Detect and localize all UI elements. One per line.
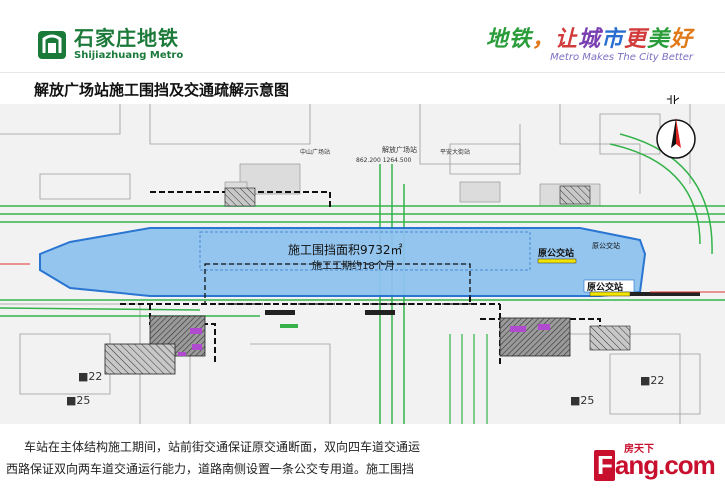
purple-markers bbox=[178, 324, 550, 356]
map-marker-4: ■22 bbox=[640, 374, 664, 387]
slogan-char: 城 bbox=[577, 26, 601, 52]
site-map: 施工围挡面积9732㎡ 施工工期约18个月 原公交站 原公交站 原公交站 解放广… bbox=[0, 104, 725, 424]
logo-title-en: Shijiazhuang Metro bbox=[74, 50, 184, 61]
station-name: 解放广场站 bbox=[382, 145, 417, 154]
slogan: 地铁，让城市更美好 Metro Makes The City Better bbox=[486, 26, 693, 63]
hatched-zone-3 bbox=[104, 343, 176, 375]
slogan-char: ， bbox=[531, 26, 555, 52]
slogan-char: 让 bbox=[554, 26, 578, 52]
bus-station-label-2: 原公交站 bbox=[592, 241, 620, 250]
slogan-cn: 地铁，让城市更美好 bbox=[486, 26, 693, 52]
metro-logo-icon bbox=[38, 30, 66, 59]
slogan-char: 美 bbox=[646, 26, 670, 52]
bus-station-label-1: 原公交站 bbox=[538, 247, 574, 259]
enclosure-period-label: 施工工期约18个月 bbox=[312, 259, 395, 272]
map-marker-2: ■25 bbox=[66, 394, 90, 407]
fang-small-text: 房天下 bbox=[624, 444, 654, 455]
map-marker-1: ■22 bbox=[78, 370, 102, 383]
slogan-char: 铁 bbox=[508, 26, 532, 52]
street-label-1: 中山广场站 bbox=[300, 148, 330, 156]
bus-stop-bar-1 bbox=[537, 258, 577, 264]
page-title: 解放广场站施工围挡及交通疏解示意图 bbox=[34, 81, 290, 99]
slogan-char: 地 bbox=[485, 26, 509, 52]
map-marker-3: ■25 bbox=[570, 394, 594, 407]
street-label-2: 平安大街站 bbox=[440, 148, 470, 156]
slogan-char: 更 bbox=[623, 26, 647, 52]
hatched-zone-2 bbox=[499, 317, 571, 357]
slogan-char: 好 bbox=[669, 26, 693, 52]
caption-line-1: 车站在主体结构施工期间，站前街交通保证原交通断面，双向四车道交通运 bbox=[24, 440, 421, 454]
caption-line-2: 西路保证双向两车道交通运行能力，道路南侧设置一条公交专用道。施工围挡 bbox=[6, 462, 415, 476]
bus-station-label-3: 原公交站 bbox=[587, 281, 623, 293]
metro-logo: 石家庄地铁 Shijiazhuang Metro bbox=[36, 28, 183, 61]
station-mileage: 862.200 1264.500 bbox=[356, 157, 412, 164]
fang-logo-initial: F bbox=[594, 450, 615, 481]
slogan-en: Metro Makes The City Better bbox=[550, 52, 693, 63]
fang-logo-rest: ang.com bbox=[614, 450, 716, 480]
site-map-drawing: 施工围挡面积9732㎡ 施工工期约18个月 原公交站 原公交站 原公交站 解放广… bbox=[0, 104, 725, 424]
caption: 车站在主体结构施工期间，站前街交通保证原交通断面，双向四车道交通运 西路保证双向… bbox=[0, 432, 590, 501]
header: 石家庄地铁 Shijiazhuang Metro 地铁，让城市更美好 Metro… bbox=[0, 0, 725, 72]
bus-stop-bar-2 bbox=[589, 291, 631, 297]
slogan-char: 市 bbox=[600, 26, 624, 52]
logo-title-cn: 石家庄地铁 bbox=[74, 26, 179, 50]
compass-icon bbox=[656, 118, 696, 159]
enclosure-area-label: 施工围挡面积9732㎡ bbox=[288, 243, 403, 257]
construction-enclosure bbox=[39, 227, 647, 297]
title-bar: 解放广场站施工围挡及交通疏解示意图 bbox=[0, 72, 725, 103]
